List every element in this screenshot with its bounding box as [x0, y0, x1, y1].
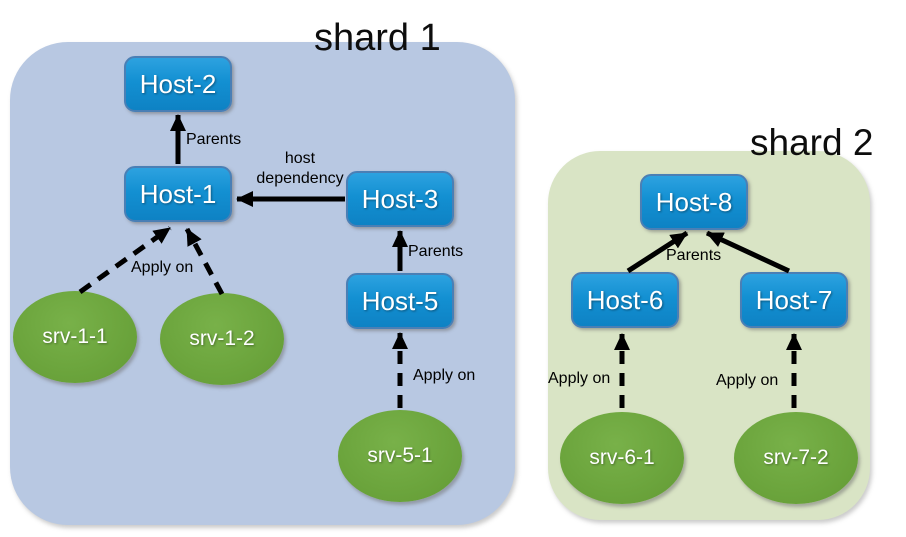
- node-host-1: Host-1: [124, 166, 232, 222]
- shard-1-title: shard 1: [314, 17, 441, 59]
- node-host-8: Host-8: [640, 174, 748, 230]
- node-srv-5-1: srv-5-1: [338, 410, 462, 502]
- node-host-7: Host-7: [740, 272, 848, 328]
- node-host-5: Host-5: [346, 273, 454, 329]
- edge-label-apply-on-host1: Apply on: [131, 259, 194, 276]
- node-srv-6-1: srv-6-1: [560, 412, 684, 504]
- node-srv-1-2: srv-1-2: [160, 293, 284, 385]
- edge-label-parents-host8: Parents: [666, 247, 722, 264]
- edge-label-apply-on-host7: Apply on: [716, 372, 779, 389]
- edge-label-parents-host1-host2: Parents: [186, 131, 242, 148]
- edge-label-apply-on-host5: Apply on: [413, 367, 476, 384]
- edge-label-apply-on-host6: Apply on: [548, 370, 611, 387]
- edge-label-parents-host5-host3: Parents: [408, 243, 464, 260]
- shard-2-title: shard 2: [750, 122, 874, 163]
- node-host-3: Host-3: [346, 171, 454, 227]
- node-host-2: Host-2: [124, 56, 232, 112]
- edge-label-host-dependency: host dependency: [256, 150, 344, 187]
- node-srv-1-1: srv-1-1: [13, 291, 137, 383]
- node-srv-7-2: srv-7-2: [734, 412, 858, 504]
- node-host-6: Host-6: [571, 272, 679, 328]
